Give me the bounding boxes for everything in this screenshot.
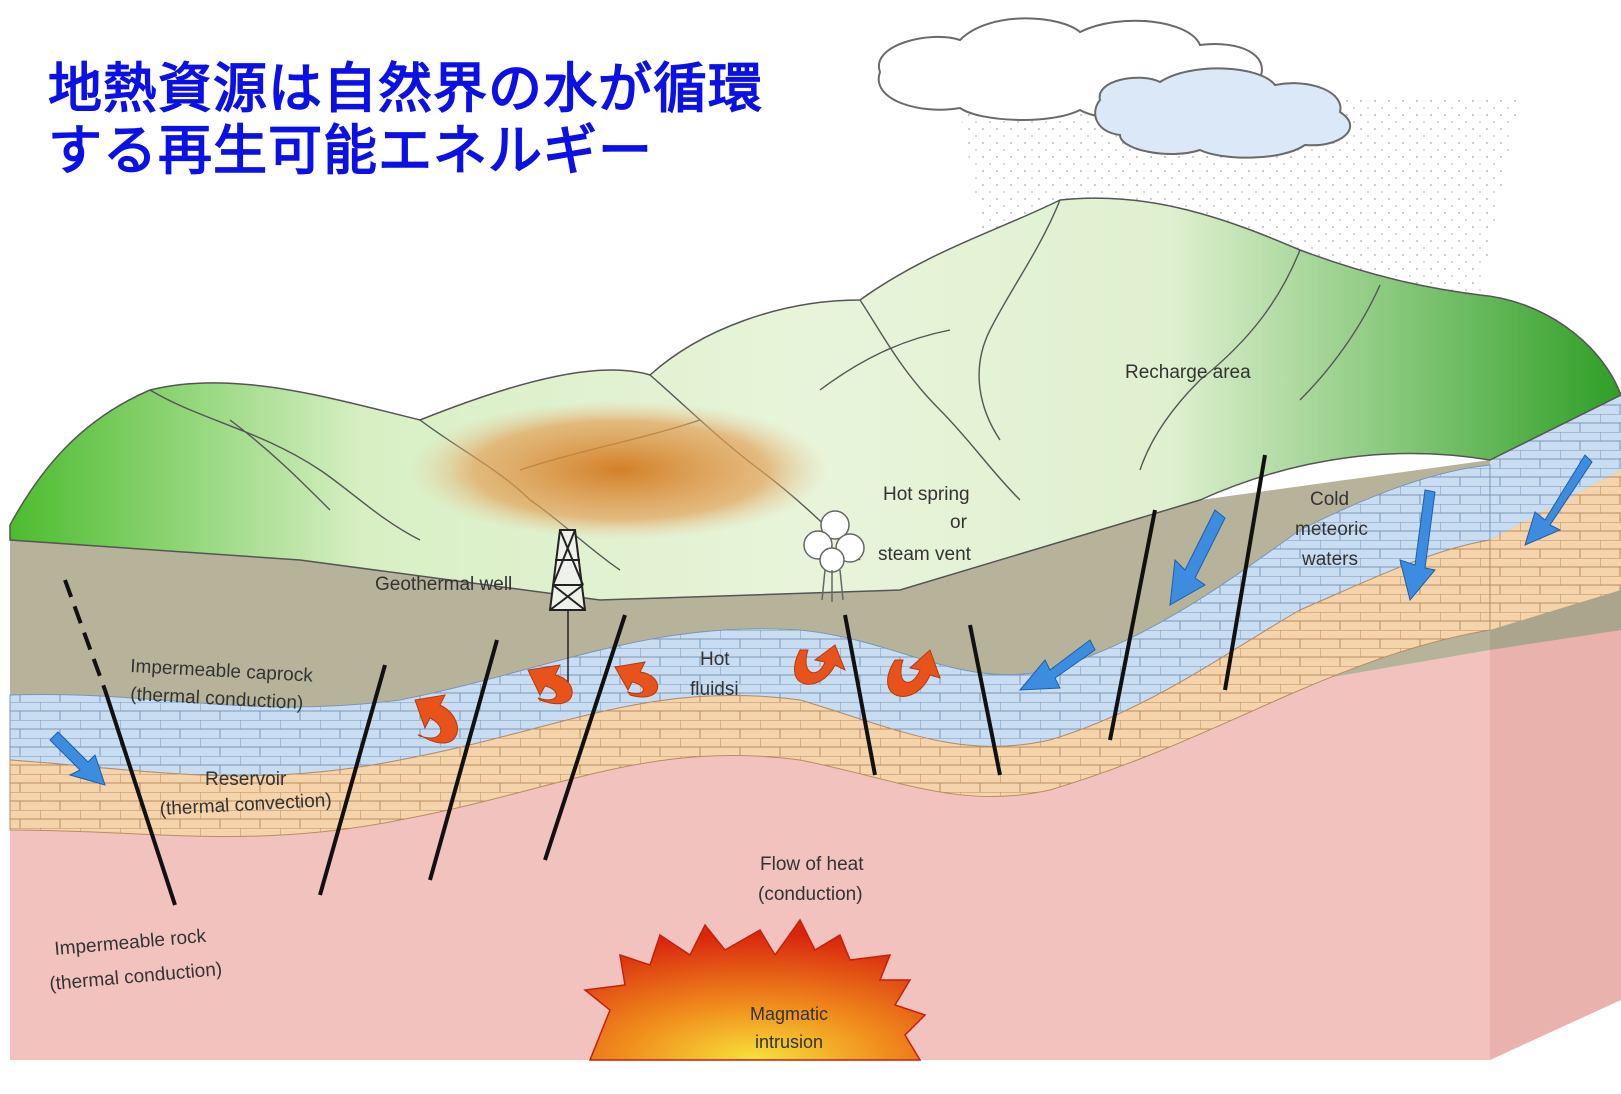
land-surface bbox=[9, 197, 1621, 601]
page-title: 地熱資源は自然界の水が循環 する再生可能エネルギー bbox=[48, 58, 763, 182]
label-hot-spring-2: or bbox=[950, 512, 968, 533]
fault-lines bbox=[63, 454, 1267, 906]
label-magma-1: Magmatic bbox=[750, 1004, 828, 1024]
steam-vent-icon bbox=[803, 510, 865, 602]
label-recharge-area: Recharge area bbox=[1125, 362, 1251, 383]
thermal-anomaly bbox=[410, 400, 830, 540]
cold-water-arrows bbox=[49, 454, 1593, 786]
label-heat-flow-1: Flow of heat bbox=[760, 854, 864, 875]
geothermal-well-icon bbox=[548, 529, 587, 700]
cloud-icon bbox=[877, 17, 1352, 159]
label-reservoir-1: Reservoir bbox=[205, 769, 287, 790]
label-cold-1: Cold bbox=[1310, 489, 1349, 510]
magmatic-intrusion bbox=[583, 918, 927, 1061]
label-geothermal-well: Geothermal well bbox=[375, 574, 512, 595]
label-hot-spring-1: Hot spring bbox=[883, 484, 970, 505]
reservoir-layer-tan bbox=[9, 539, 1491, 838]
label-cold-3: waters bbox=[1301, 549, 1358, 570]
label-hot-spring-3: steam vent bbox=[878, 544, 972, 565]
title-line-2: する再生可能エネルギー bbox=[48, 119, 653, 182]
label-hot-fluids-2: fluidsi bbox=[690, 679, 739, 700]
label-hot-fluids-1: Hot bbox=[700, 649, 730, 670]
label-magma-2: intrusion bbox=[755, 1032, 823, 1052]
label-cold-2: meteoric bbox=[1295, 519, 1368, 540]
label-heat-flow-2: (conduction) bbox=[758, 884, 863, 905]
hot-fluid-arrows bbox=[414, 644, 941, 744]
title-line-1: 地熱資源は自然界の水が循環 bbox=[48, 57, 763, 120]
